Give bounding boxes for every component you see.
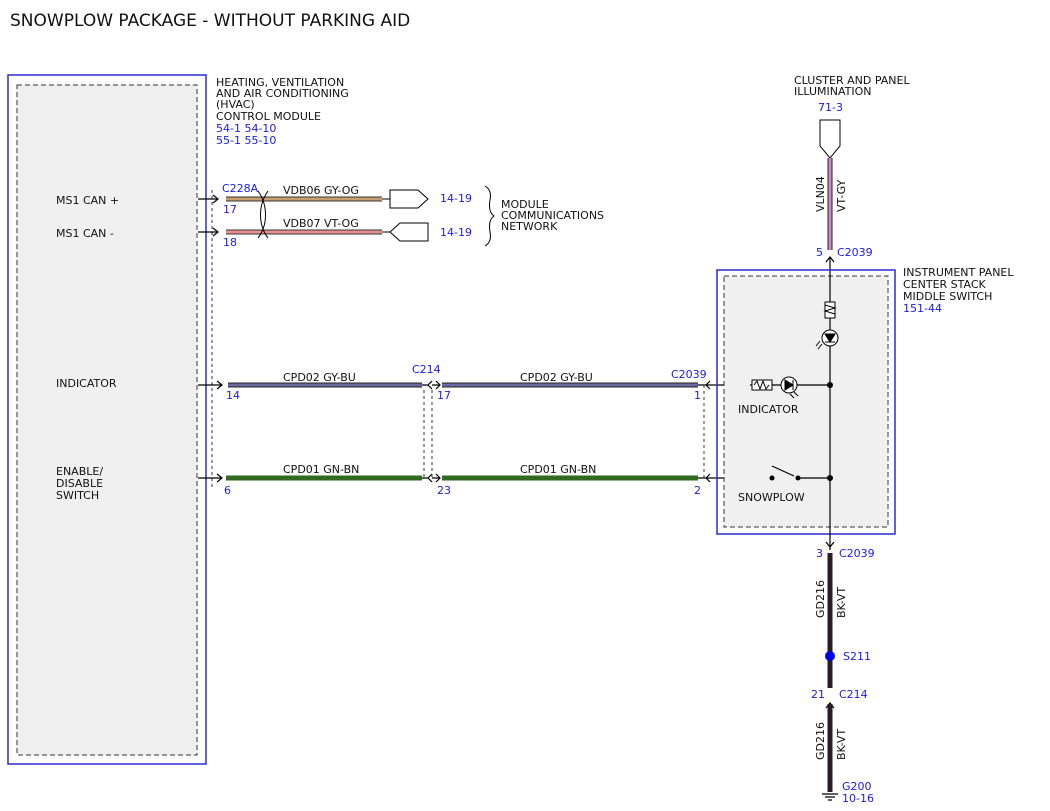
cpd01-right-label: CPD01 GN-BN (520, 463, 596, 476)
ground-name: G200 (842, 780, 872, 793)
splice-s211-label: S211 (843, 650, 871, 663)
c214-connector-label: C214 (412, 363, 441, 376)
can-plus-ref: 14-19 (440, 192, 472, 205)
switch-module-name-1: INSTRUMENT PANEL (903, 266, 1014, 279)
hvac-name-line-4: CONTROL MODULE (216, 110, 321, 123)
ground-ref: 10-16 (842, 792, 874, 805)
cpd01-left-label: CPD01 GN-BN (283, 463, 359, 476)
pin-label-enable-2: DISABLE (56, 477, 103, 490)
vdb06-wire-label: VDB06 GY-OG (283, 184, 359, 197)
ground-c2039-arrow (825, 541, 835, 548)
indicator-hvac-pin: 14 (226, 389, 240, 402)
network-line-3: NETWORK (501, 220, 558, 233)
indicator-label: INDICATOR (738, 403, 799, 416)
gd216-upper-color: BK-VT (835, 587, 848, 618)
illumination-name-1: CLUSTER AND PANEL (794, 74, 910, 87)
illumination-connector: C2039 (837, 246, 873, 259)
can-plus-pin: 17 (223, 203, 237, 216)
hvac-name-line-2: AND AIR CONDITIONING (216, 87, 349, 100)
indicator-circuit: 14 CPD02 GY-BU C214 17 CPD02 GY-BU C2039… (198, 363, 750, 402)
illumination-offpage-icon (819, 119, 841, 159)
snowplow-junction (827, 475, 833, 481)
illumination-ref: 71-3 (818, 101, 843, 114)
c214-connector-outline (423, 390, 433, 478)
hvac-name-line-3: (HVAC) (216, 98, 255, 111)
c228a-connector-label: C228A (222, 182, 259, 195)
switch-hvac-arrow (198, 473, 223, 483)
network-line-2: COMMUNICATIONS (501, 209, 604, 222)
indicator-hvac-arrow (198, 380, 223, 390)
illumination-arrow (825, 256, 835, 275)
splice-s211-icon (825, 651, 835, 661)
c2039-indicator-connector: C2039 (671, 368, 707, 381)
network-line-1: MODULE (501, 198, 549, 211)
illumination-led-symbol (824, 333, 836, 343)
hvac-name-line-1: HEATING, VENTILATION (216, 76, 344, 89)
switch-module-name-3: MIDDLE SWITCH (903, 290, 992, 303)
can-plus-arrow (198, 194, 219, 204)
can-minus-pin: 18 (223, 236, 237, 249)
snowplow-label: SNOWPLOW (738, 491, 805, 504)
c214-switch-pin: 23 (437, 484, 451, 497)
chassis-ground-icon (822, 793, 838, 801)
pin-label-ms1-can-plus: MS1 CAN + (56, 194, 119, 207)
illumination-name-2: ILLUMINATION (794, 85, 872, 98)
hvac-ref-2: 55-1 55-10 (216, 134, 276, 147)
illumination-pin: 5 (816, 246, 823, 259)
indicator-resistor-zigzag (753, 379, 770, 391)
vln04-color: VT-GY (835, 179, 848, 212)
vdb07-wire-label: VDB07 VT-OG (283, 217, 359, 230)
can-minus-arrow (198, 227, 219, 237)
hvac-ref-1: 54-1 54-10 (216, 122, 276, 135)
gd216-upper-code: GD216 (814, 580, 827, 618)
cpd02-left-label: CPD02 GY-BU (283, 371, 356, 384)
ground-c2039-pin: 3 (816, 547, 823, 560)
can-bus: C228A 17 18 VDB06 GY-OG VDB07 VT-OG 14-1… (198, 182, 604, 249)
hvac-module: HEATING, VENTILATION AND AIR CONDITIONIN… (7, 74, 349, 765)
page-title: SNOWPLOW PACKAGE - WITHOUT PARKING AID (10, 11, 410, 31)
indicator-led-rays (789, 391, 799, 399)
ground-c214-connector: C214 (839, 688, 868, 701)
offpage-connector-minus-icon (389, 222, 429, 242)
switch-module-ref: 151-44 (903, 302, 942, 315)
c2039-indicator-pin: 1 (694, 389, 701, 402)
illumination-resistor-zigzag (823, 304, 837, 315)
ground-circuit: 3 C2039 GD216 BK-VT S211 21 C214 GD216 B… (811, 541, 875, 805)
c214-indicator-connector-icon (422, 380, 441, 390)
illumination-led-rays (815, 340, 823, 350)
switch-contact-left (769, 475, 775, 481)
cpd02-right-label: CPD02 GY-BU (520, 371, 593, 384)
can-minus-ref: 14-19 (440, 226, 472, 239)
indicator-junction (827, 382, 833, 388)
network-brace (484, 185, 495, 247)
indicator-led-symbol (784, 379, 794, 391)
c214-switch-connector-icon (422, 473, 441, 483)
gd216-lower-color: BK-VT (835, 729, 848, 760)
switch-module-inner (723, 275, 889, 528)
ground-c214-pin: 21 (811, 688, 825, 701)
snowplow-switch-icon (771, 465, 795, 477)
illumination-feed: CLUSTER AND PANEL ILLUMINATION 71-3 VLN0… (794, 74, 910, 275)
hvac-outer-box (7, 74, 207, 765)
c2039-switch-pin: 2 (694, 484, 701, 497)
vln04-code: VLN04 (814, 176, 827, 212)
hvac-inner-box (16, 84, 198, 756)
pin-label-indicator: INDICATOR (56, 377, 117, 390)
switch-module-name-2: CENTER STACK (903, 278, 987, 291)
ground-c2039-connector: C2039 (839, 547, 875, 560)
switch-circuit: 6 CPD01 GN-BN 23 CPD01 GN-BN 2 (198, 463, 772, 497)
ground-c214-arrow (825, 702, 835, 709)
c214-indicator-pin: 17 (437, 389, 451, 402)
pin-label-enable-3: SWITCH (56, 489, 99, 502)
switch-module: INSTRUMENT PANEL CENTER STACK MIDDLE SWI… (716, 266, 1014, 550)
switch-hvac-pin: 6 (224, 484, 231, 497)
twisted-pair-icon (257, 190, 269, 239)
pin-label-ms1-can-minus: MS1 CAN - (56, 227, 114, 240)
pin-label-enable-1: ENABLE/ (56, 465, 103, 478)
gd216-lower-code: GD216 (814, 722, 827, 760)
switch-module-outer (716, 269, 896, 535)
offpage-connector-plus-icon (389, 189, 429, 209)
